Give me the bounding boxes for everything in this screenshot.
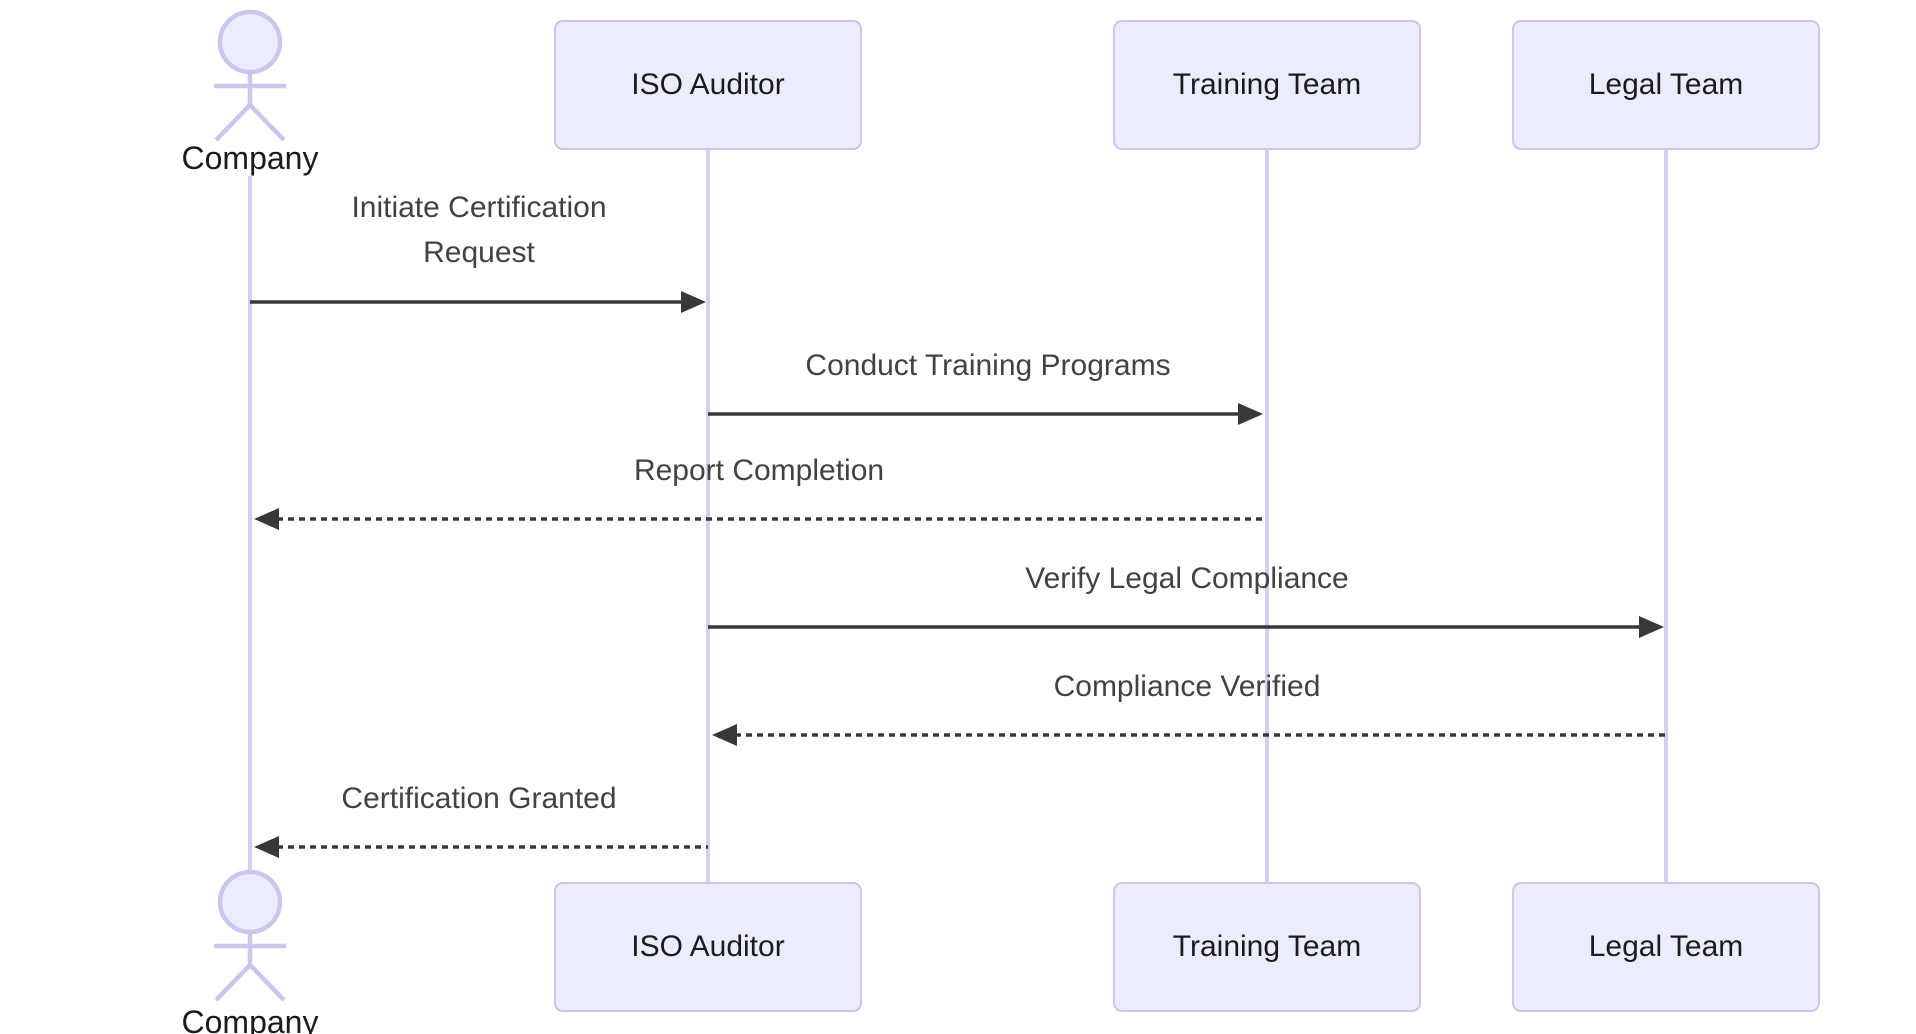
actor-head-icon — [217, 9, 283, 75]
participant-box-training-team-top: Training Team — [1113, 20, 1421, 150]
arrowhead-right-icon — [1238, 403, 1263, 425]
message-5-label: Compliance Verified — [1053, 670, 1321, 703]
arrowhead-right-icon — [681, 291, 706, 313]
participant-label: Training Team — [1172, 930, 1362, 963]
message-3-arrow — [254, 508, 1267, 530]
message-4-arrow — [708, 616, 1664, 638]
message-2-label: Conduct Training Programs — [805, 349, 1171, 382]
participant-label: ISO Auditor — [631, 930, 785, 963]
participant-box-legal-team-top: Legal Team — [1512, 20, 1820, 150]
participant-label: ISO Auditor — [631, 68, 785, 101]
arrowhead-right-icon — [1639, 616, 1664, 638]
actor-label-company-top: Company — [181, 140, 319, 176]
actor-figure-company-bottom — [214, 869, 286, 1002]
actor-head-icon — [217, 869, 283, 935]
participant-label: Legal Team — [1588, 930, 1744, 963]
actor-figure-company-top — [214, 9, 286, 142]
participant-label: Legal Team — [1588, 68, 1744, 101]
participant-box-training-team-bottom: Training Team — [1113, 882, 1421, 1012]
participant-box-iso-auditor-bottom: ISO Auditor — [554, 882, 862, 1012]
message-1-label: Initiate Certification Request — [351, 191, 607, 269]
participant-label: Training Team — [1172, 68, 1362, 101]
arrowhead-left-icon — [254, 836, 279, 858]
message-4-label: Verify Legal Compliance — [1025, 562, 1349, 595]
message-3-label: Report Completion — [633, 454, 885, 487]
arrowhead-left-icon — [254, 508, 279, 530]
message-6-label: Certification Granted — [341, 782, 617, 815]
participant-box-legal-team-bottom: Legal Team — [1512, 882, 1820, 1012]
message-6-arrow — [254, 836, 708, 858]
message-2-arrow — [708, 403, 1263, 425]
message-1-arrow — [250, 291, 706, 313]
participant-box-iso-auditor-top: ISO Auditor — [554, 20, 862, 150]
actor-label-company-bottom: Company — [181, 1004, 319, 1034]
message-5-arrow — [712, 724, 1666, 746]
arrowhead-left-icon — [712, 724, 737, 746]
